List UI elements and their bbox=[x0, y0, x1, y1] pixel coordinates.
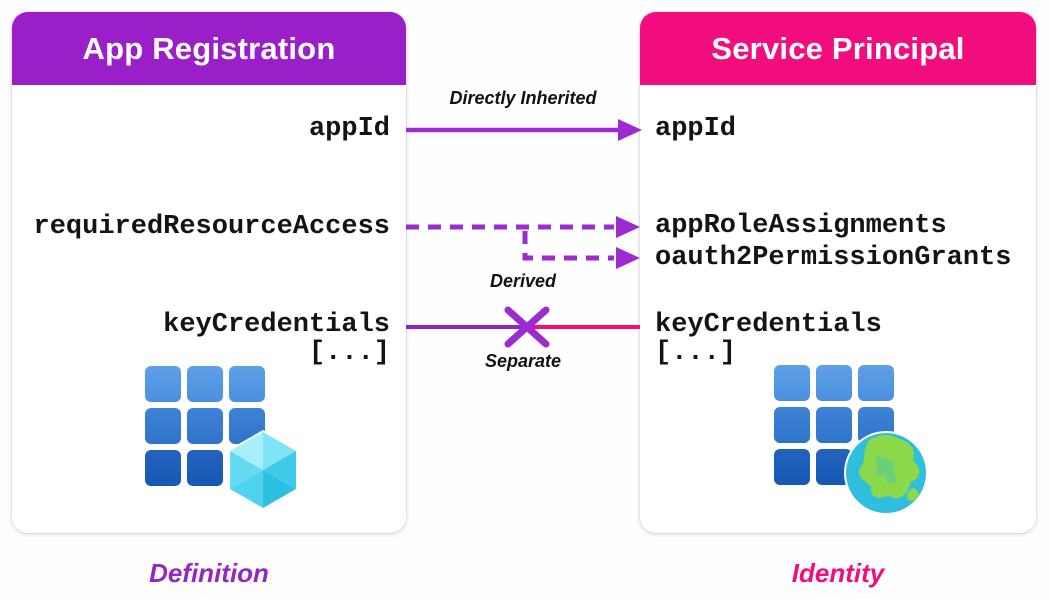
grid-tile bbox=[816, 407, 852, 443]
grid-tile bbox=[145, 366, 181, 402]
globe-icon bbox=[844, 431, 928, 515]
grid-tile bbox=[145, 450, 181, 486]
field-appid-left: appId bbox=[308, 114, 390, 144]
app-registration-title: App Registration bbox=[82, 30, 336, 66]
app-registration-card: App Registration bbox=[12, 12, 406, 533]
field-key-credentials-right: keyCredentials bbox=[655, 310, 882, 340]
grid-tile bbox=[187, 450, 223, 486]
field-app-role-assignments: appRoleAssignments bbox=[655, 211, 947, 241]
identity-label: Identity bbox=[791, 558, 885, 588]
field-ellipsis-right: [...] bbox=[655, 338, 737, 368]
directly-inherited-arrow bbox=[406, 119, 642, 141]
grid-tile bbox=[774, 365, 810, 401]
field-appid-right: appId bbox=[655, 114, 737, 144]
derived-arrow-primary bbox=[406, 216, 640, 238]
grid-tile bbox=[187, 366, 223, 402]
field-ellipsis-left: [...] bbox=[308, 338, 390, 368]
directly-inherited-label: Directly Inherited bbox=[449, 88, 597, 108]
separate-label: Separate bbox=[484, 351, 562, 371]
grid-tile bbox=[858, 365, 894, 401]
grid-tile bbox=[145, 408, 181, 444]
service-principal-card: Service Principal bbox=[640, 12, 1036, 533]
service-principal-header: Service Principal bbox=[640, 12, 1036, 85]
grid-tile bbox=[816, 365, 852, 401]
cube-icon bbox=[228, 430, 298, 510]
definition-label: Definition bbox=[149, 558, 269, 588]
app-registration-header: App Registration bbox=[12, 12, 406, 85]
grid-tile bbox=[187, 408, 223, 444]
separate-x-mark bbox=[504, 306, 550, 348]
grid-tile bbox=[774, 449, 810, 485]
derived-label: Derived bbox=[489, 271, 557, 291]
service-principal-title: Service Principal bbox=[711, 30, 965, 66]
field-oauth2-permission-grants: oauth2PermissionGrants bbox=[655, 243, 1012, 273]
derived-arrow-branch bbox=[522, 231, 640, 269]
field-key-credentials-left: keyCredentials bbox=[163, 310, 390, 340]
grid-tile bbox=[774, 407, 810, 443]
grid-tile bbox=[229, 366, 265, 402]
field-required-resource-access: requiredResourceAccess bbox=[33, 212, 390, 242]
